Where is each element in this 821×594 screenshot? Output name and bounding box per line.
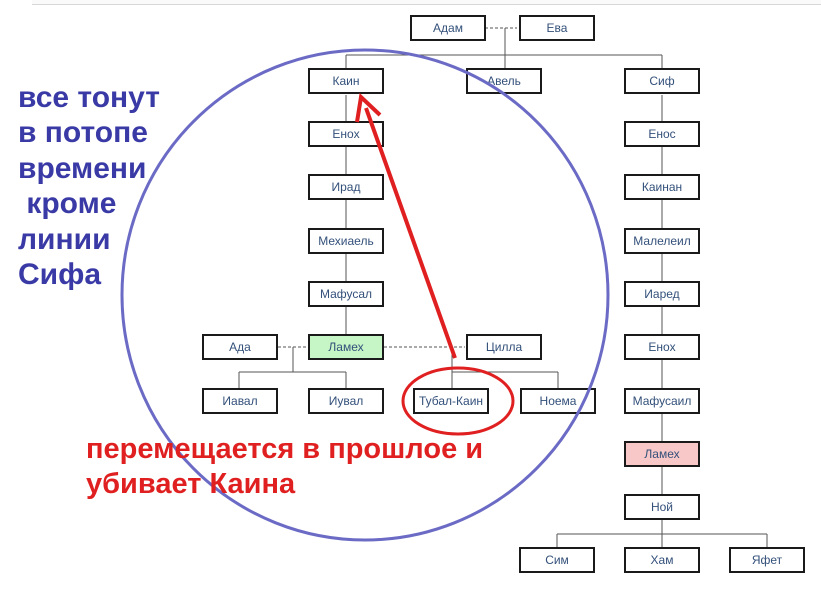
node-sif: Сиф (624, 68, 700, 94)
red-arrow-shaft (364, 107, 457, 359)
node-tubal-kain: Тубал-Каин (413, 388, 489, 414)
node-mehiael: Мехиаель (308, 228, 384, 254)
node-enoh-sif-line: Енох (624, 334, 700, 360)
node-cilla: Цилла (466, 334, 542, 360)
node-maleleil: Малелеил (624, 228, 700, 254)
node-lameh-kain-line: Ламех (308, 334, 384, 360)
node-noi: Ной (624, 494, 700, 520)
node-iafet: Яфет (729, 547, 805, 573)
node-lameh-sif-line: Ламех (624, 441, 700, 467)
node-iuval: Иувал (308, 388, 384, 414)
top-border-strip (32, 0, 821, 5)
node-enos: Енос (624, 121, 700, 147)
node-ham: Хам (624, 547, 700, 573)
node-mafusail: Мафусаил (624, 388, 700, 414)
node-sim: Сим (519, 547, 595, 573)
node-irad: Ирад (308, 174, 384, 200)
node-kain: Каин (308, 68, 384, 94)
red-arrow-head (355, 92, 382, 123)
node-iaval: Иавал (202, 388, 278, 414)
node-adam: Адам (410, 15, 486, 41)
node-ada: Ада (202, 334, 278, 360)
node-kainan: Каинан (624, 174, 700, 200)
red-annotation-text: перемещается в прошлое и убивает Каина (86, 433, 484, 500)
big-circle-annotation (120, 48, 610, 542)
tubal-kain-circle-annotation (401, 366, 515, 436)
node-mafusal: Мафусал (308, 281, 384, 307)
node-eva: Ева (519, 15, 595, 41)
blue-annotation-text: все тонут в потопе времени кроме линии С… (18, 81, 160, 291)
node-iared: Иаред (624, 281, 700, 307)
